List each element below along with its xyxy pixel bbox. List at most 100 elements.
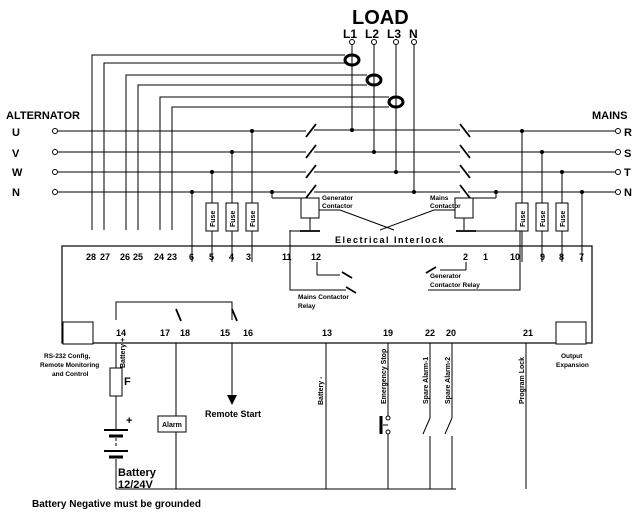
fuse-9 (535, 202, 549, 232)
rs232-label-2: Remote Monitoring (40, 362, 99, 369)
estop-label: Emergency Stop (381, 349, 388, 404)
fuse-8 (555, 202, 569, 232)
terminal-23: 23 (167, 252, 177, 262)
mains-line-n: N (624, 187, 632, 199)
fuse-boxes: Fuse Fuse Fuse Fuse Fuse Fuse (205, 202, 569, 232)
footer-note: Battery Negative must be grounded (32, 499, 201, 510)
gen-contactor-label-2: Contactor (322, 203, 353, 210)
battery-label-2: 12/24V (118, 479, 154, 491)
top-terminals: 28 27 26 25 24 23 6 5 4 3 11 12 2 1 10 9… (86, 252, 584, 262)
fuse-10 (515, 202, 529, 232)
electrical-interlock-label: Electrical Interlock (335, 235, 445, 245)
terminal-25: 25 (133, 252, 143, 262)
terminal-15: 15 (220, 328, 230, 338)
load-phase-l1: L1 (343, 27, 357, 41)
terminal-21: 21 (523, 328, 533, 338)
controller-box (61, 245, 593, 344)
terminal-18: 18 (180, 328, 190, 338)
spare-alarm-2-label: Spare Alarm-2 (445, 357, 452, 404)
terminal-4: 4 (229, 252, 234, 262)
mains-contactor-label-1: Mains (430, 195, 449, 202)
fuse-4 (225, 202, 239, 232)
bottom-terminals: 14 17 18 15 16 13 19 22 20 21 (116, 328, 533, 338)
battery-minus-label: Battery - (318, 376, 325, 405)
fuse-5 (205, 202, 219, 232)
terminal-11: 11 (282, 252, 292, 262)
alt-line-n: N (12, 187, 20, 199)
mains-contactor-label-2: Contactor (430, 203, 461, 210)
generator-contactor-coil (300, 197, 320, 219)
terminal-20: 20 (446, 328, 456, 338)
terminal-19: 19 (383, 328, 393, 338)
mains-title: MAINS (592, 110, 627, 122)
alt-line-u: U (12, 127, 20, 139)
remote-start-label: Remote Start (205, 409, 261, 419)
mains-line-s: S (624, 148, 631, 160)
alarm-box (157, 415, 187, 433)
rs232-label-3: and Control (52, 371, 89, 378)
terminal-24: 24 (154, 252, 164, 262)
mains-line-r: R (624, 127, 632, 139)
alt-line-w: W (12, 167, 23, 179)
gen-relay-label-2: Contactor Relay (430, 282, 480, 289)
output-exp-label-1: Output (561, 353, 583, 360)
generator-contactor-switches (305, 123, 317, 199)
load-title: LOAD (352, 7, 409, 29)
emergency-stop-switch (379, 343, 391, 489)
terminal-10: 10 (510, 252, 520, 262)
battery-label-1: Battery (118, 467, 157, 479)
fuse-label: Fuse (520, 211, 527, 227)
mains-relay-label-1: Mains Contactor (298, 294, 349, 301)
current-transformers (91, 53, 405, 230)
mains-line-t: T (624, 167, 631, 179)
fuse-label: Fuse (560, 211, 567, 227)
terminal-3: 3 (246, 252, 251, 262)
fuse-label: Fuse (230, 211, 237, 227)
mains-relay-label-2: Relay (298, 303, 316, 310)
rs232-port (62, 321, 94, 345)
load-phase-n: N (409, 27, 418, 41)
spare-alarm-switches (422, 343, 453, 489)
mains-contactor-switches (459, 123, 471, 199)
terminal-26: 26 (120, 252, 130, 262)
remote-start-arrow (227, 343, 237, 405)
terminal-14: 14 (116, 328, 126, 338)
alarm-label: Alarm (162, 422, 182, 429)
terminal-27: 27 (100, 252, 110, 262)
load-phase-l3: L3 (387, 27, 401, 41)
battery-circuit (104, 343, 456, 490)
terminal-1: 1 (483, 252, 488, 262)
fuse-drops (190, 129, 584, 262)
terminal-7: 7 (579, 252, 584, 262)
terminal-2: 2 (463, 252, 468, 262)
output-expansion-port (555, 321, 587, 345)
battery-fuse (109, 367, 123, 397)
spare-alarm-1-label: Spare Alarm-1 (423, 357, 430, 404)
terminal-13: 13 (322, 328, 332, 338)
plus-sign: + (126, 415, 132, 427)
load-phase-l2: L2 (365, 27, 379, 41)
gen-relay-label-1: Generator (430, 273, 462, 280)
program-lock-label: Program Lock (519, 357, 526, 404)
terminal-16: 16 (243, 328, 253, 338)
ct-l3-icon (387, 95, 405, 109)
terminal-22: 22 (425, 328, 435, 338)
rs232-label-1: RS-232 Config, (44, 353, 90, 360)
ct-l1-icon (343, 53, 361, 67)
ct-l2-icon (365, 73, 383, 87)
alternator-title: ALTERNATOR (6, 110, 80, 122)
output-exp-label-2: Expansion (556, 362, 589, 369)
load-wires (314, 39, 460, 194)
terminal-28: 28 (86, 252, 96, 262)
terminal-12: 12 (311, 252, 321, 262)
f-label: F (124, 376, 131, 388)
fuse-label: Fuse (210, 211, 217, 227)
interlock-wiring (300, 209, 476, 232)
terminal-17: 17 (160, 328, 170, 338)
relay-wiring (289, 230, 521, 294)
fuse-label: Fuse (250, 211, 257, 227)
terminal-5: 5 (209, 252, 214, 262)
terminal-9: 9 (540, 252, 545, 262)
fuse-label: Fuse (540, 211, 547, 227)
